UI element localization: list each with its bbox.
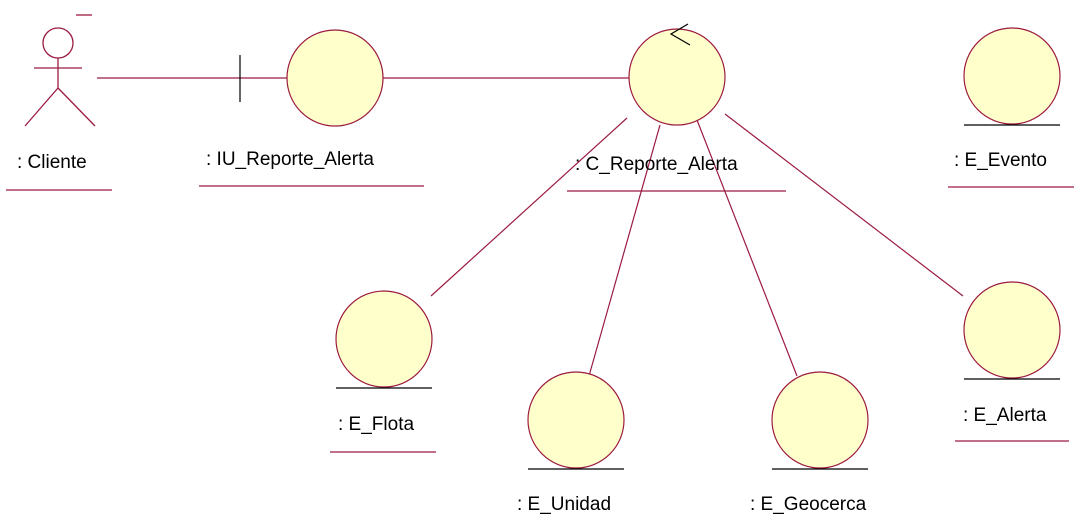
entity-evento-label: : E_Evento (954, 150, 1047, 171)
actor-label: : Cliente (17, 152, 87, 173)
entity-geocerca-label: : E_Geocerca (750, 494, 867, 515)
link-control-unidad[interactable] (588, 124, 661, 377)
control-label: : C_Reporte_Alerta (575, 154, 738, 175)
entity-flota-label: : E_Flota (338, 414, 415, 435)
entity-e-alerta[interactable] (963, 281, 1061, 380)
actor-cliente[interactable] (24, 14, 96, 127)
entity-unidad-label: : E_Unidad (517, 494, 612, 515)
entity-e-flota[interactable] (335, 290, 433, 389)
entity-e-unidad[interactable] (527, 371, 625, 470)
entity-e-evento[interactable] (963, 27, 1061, 126)
entity-icon (963, 27, 1061, 125)
actor-head (42, 27, 74, 59)
entity-e-geocerca[interactable] (771, 371, 869, 470)
entity-icon (335, 290, 433, 388)
boundary-label: : IU_Reporte_Alerta (206, 149, 374, 170)
entity-icon (963, 281, 1061, 379)
link-control-flota[interactable] (430, 117, 628, 297)
link-control-alerta[interactable] (724, 113, 964, 297)
entity-icon (527, 371, 625, 469)
control-icon (628, 28, 726, 126)
boundary-iu-reporte-alerta[interactable] (239, 29, 384, 127)
entity-alerta-label: : E_Alerta (963, 405, 1047, 426)
entity-icon (771, 371, 869, 469)
control-c-reporte-alerta[interactable] (628, 23, 726, 126)
link-control-geocerca[interactable] (696, 119, 798, 377)
boundary-icon (286, 29, 384, 127)
